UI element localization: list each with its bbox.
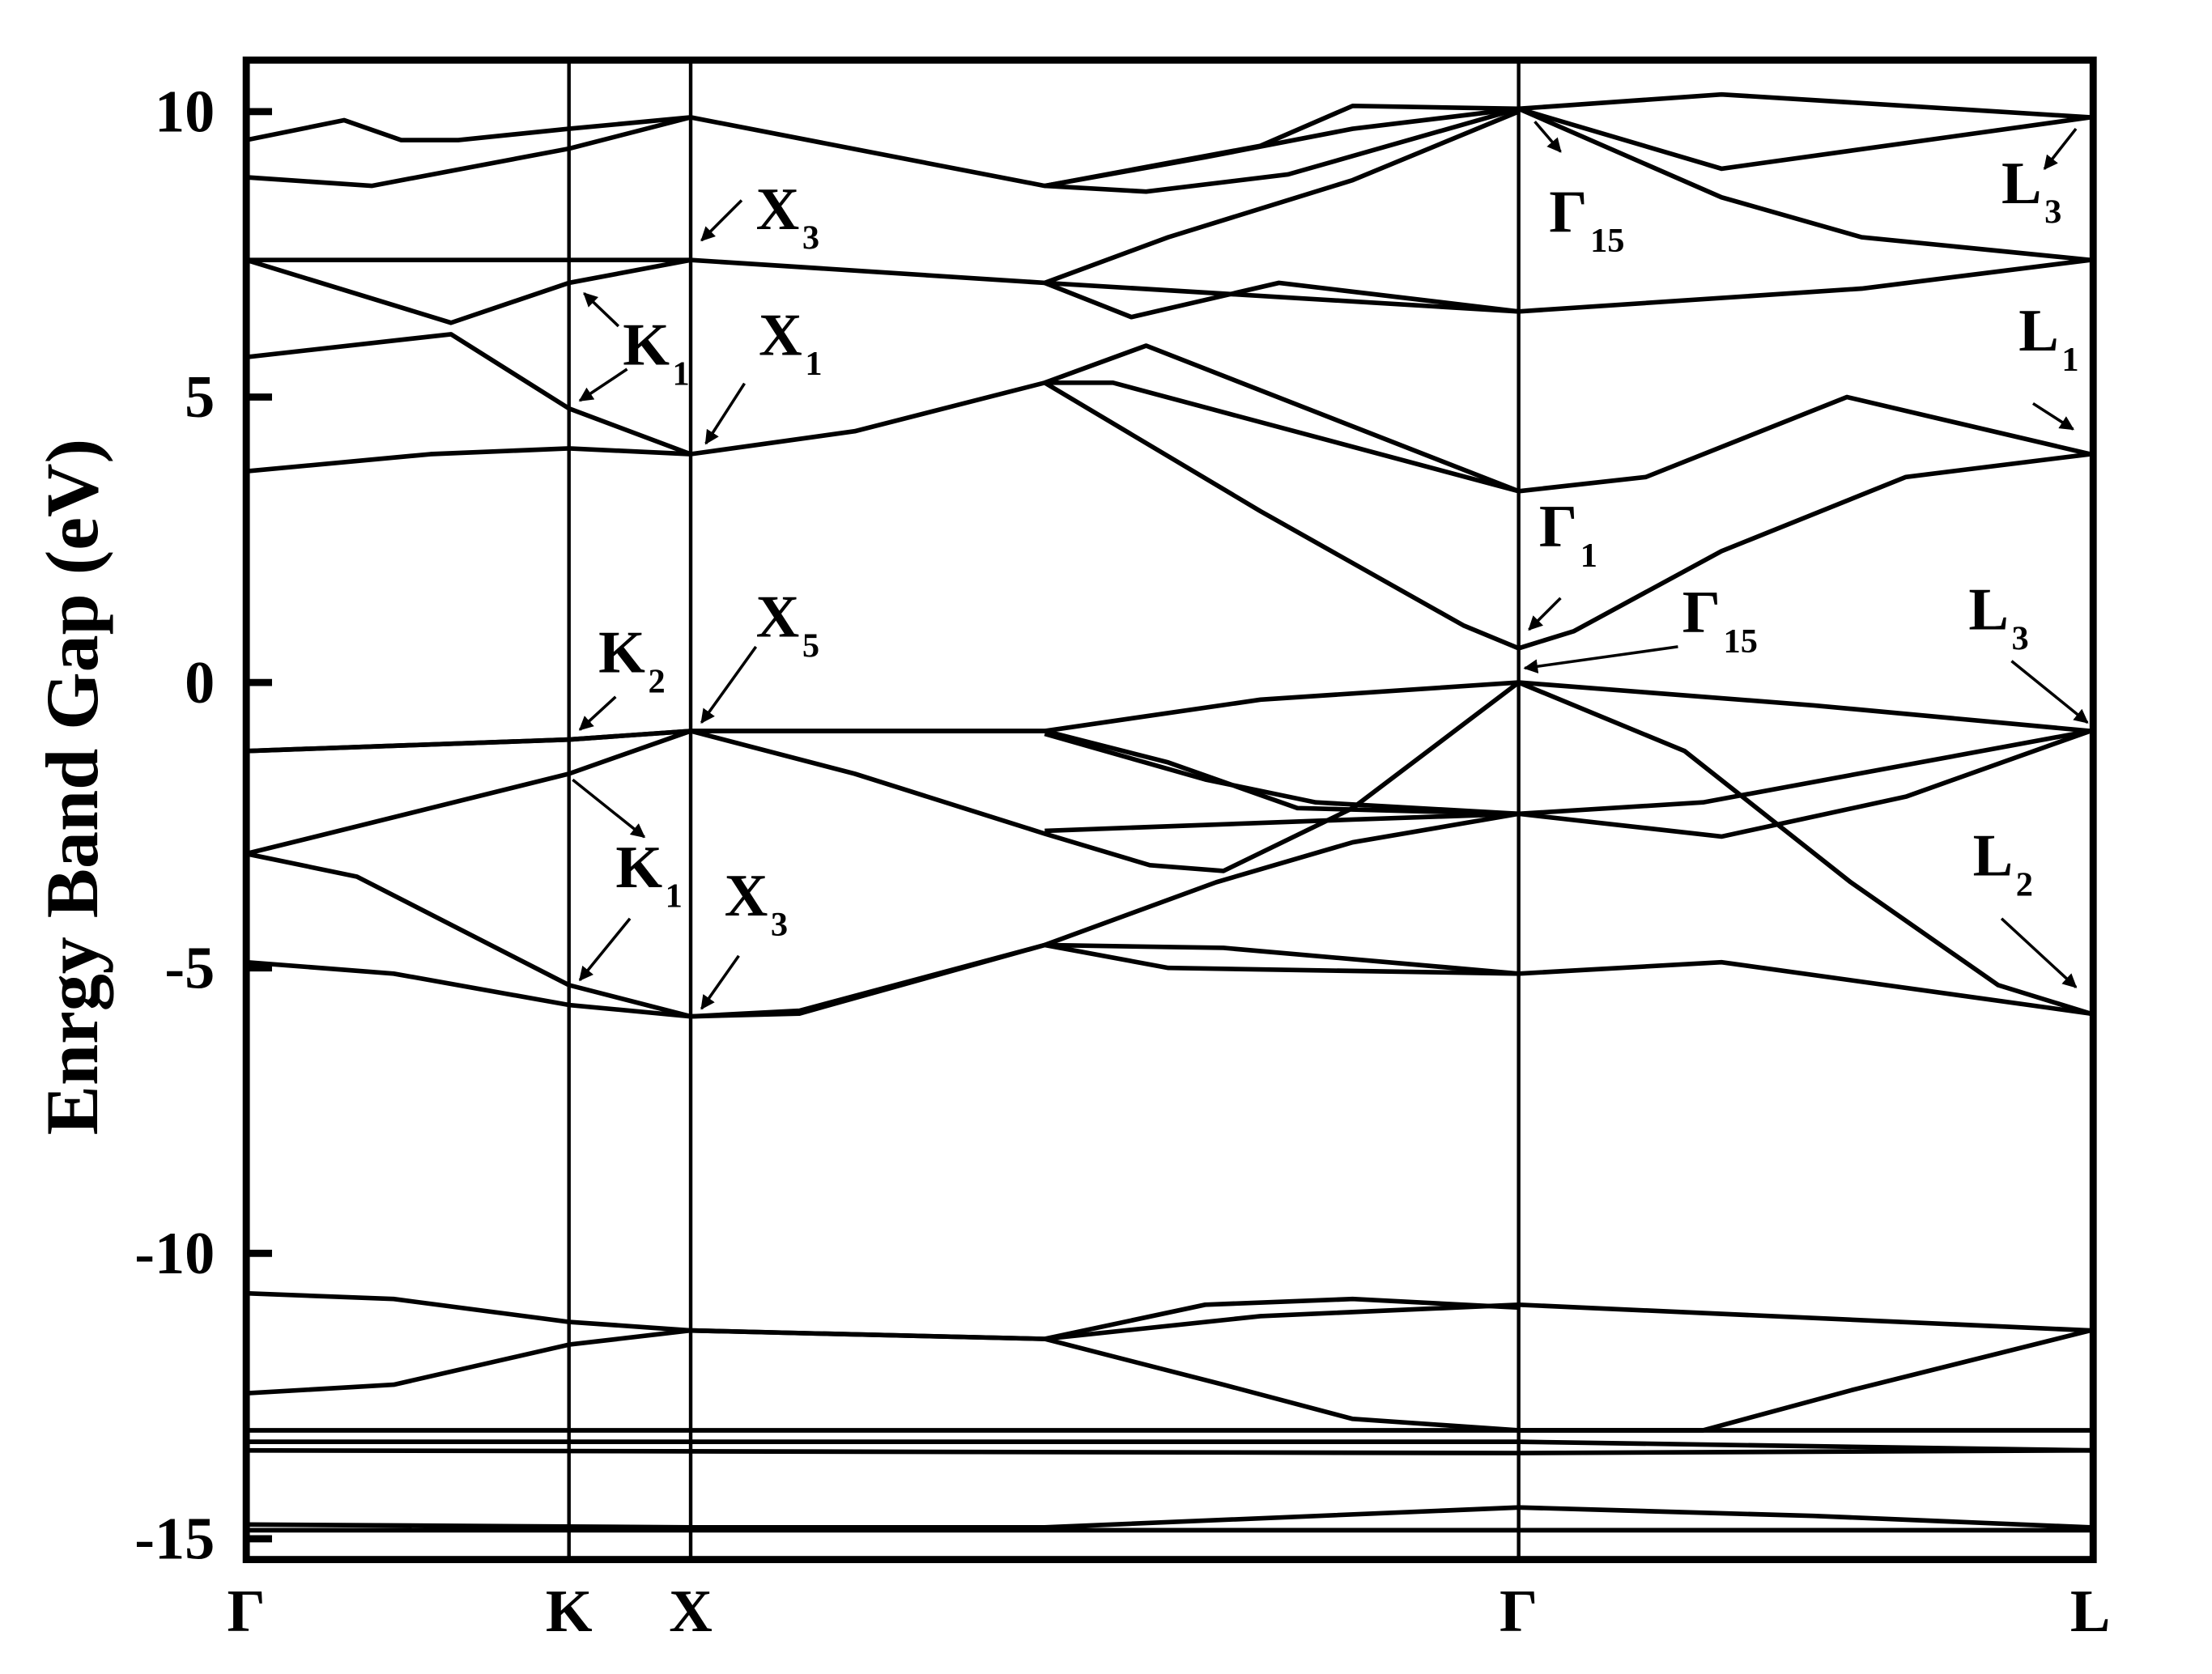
y-tick-label: -15 <box>134 1506 215 1573</box>
annotation-arrow <box>1523 645 1678 673</box>
annotation-arrow <box>2000 917 2078 988</box>
annotation-arrow <box>704 382 746 445</box>
band-line-band-21 <box>246 257 2091 314</box>
band-line-band-17 <box>1517 680 2091 1016</box>
annotation-arrow <box>578 368 628 402</box>
band-line-band-6 <box>246 1290 2091 1341</box>
band-line-band-22 <box>1044 280 1519 320</box>
annotation-arrow <box>1534 121 1562 153</box>
y-axis-label: Enrgy Band Gap (eV) <box>31 439 113 1135</box>
band-line-band-15 <box>1044 942 1519 976</box>
band-line-band-7 <box>245 1296 1519 1396</box>
band-line-band-14 <box>245 942 2091 1019</box>
annotation-arrow <box>572 778 646 839</box>
y-tick-label: 0 <box>185 650 215 716</box>
band-line-band-30 <box>1517 106 2091 262</box>
band-line-band-5 <box>246 1447 2091 1455</box>
band-line-band-10 <box>246 729 2091 817</box>
band-line-band-20 <box>245 257 691 325</box>
band-line-band-27 <box>245 115 691 189</box>
annotation-arrow <box>700 645 758 724</box>
x-tick-label: Γ <box>228 1578 266 1645</box>
band-line-band-24 <box>1044 380 1520 494</box>
band-line-band-28 <box>1044 106 1520 194</box>
band-line-band-13 <box>245 811 1520 1019</box>
x-tick-label: L <box>2070 1578 2111 1645</box>
y-tick-label: -10 <box>134 1221 215 1287</box>
band-line-band-16 <box>1044 811 1519 834</box>
band-line-band-19 <box>245 332 692 457</box>
band-line-band-1 <box>246 1505 2091 1530</box>
band-line-band-11 <box>245 680 1521 873</box>
plot-frame <box>242 56 2097 1564</box>
band-line-band-25 <box>1044 109 1520 286</box>
band-line-band-26 <box>245 91 2091 189</box>
annotation-arrow <box>578 695 617 731</box>
y-tick-label: 5 <box>185 364 215 431</box>
x-tick-label: Γ <box>1499 1578 1538 1645</box>
bands-layer <box>245 91 2091 1533</box>
band-line-band-23 <box>1044 343 2091 494</box>
annotation-arrow <box>2010 660 2089 724</box>
x-tick-label: X <box>669 1578 713 1645</box>
annotation-arrow <box>700 954 740 1010</box>
annotation-arrow <box>2032 402 2074 431</box>
annotation-arrow <box>2043 127 2078 170</box>
band-line-band-29 <box>1517 106 2091 172</box>
x-tick-label: K <box>546 1578 593 1645</box>
annotation-arrow <box>700 199 743 242</box>
y-tick-label: 10 <box>155 79 215 146</box>
y-tick-label: -5 <box>164 935 215 1001</box>
annotation-arrow <box>578 917 632 982</box>
symmetry-lines <box>567 60 1521 1560</box>
annotation-arrow <box>1528 597 1562 631</box>
band-line-band-31 <box>1044 106 1519 189</box>
band-line-band-18 <box>245 380 2091 651</box>
y-axis: 10 5 0 -5 -10 -15 <box>134 79 272 1573</box>
band-line-band-8 <box>1044 1328 2091 1433</box>
annotation-arrow <box>583 292 620 328</box>
band-line-band-12 <box>1044 729 2091 839</box>
